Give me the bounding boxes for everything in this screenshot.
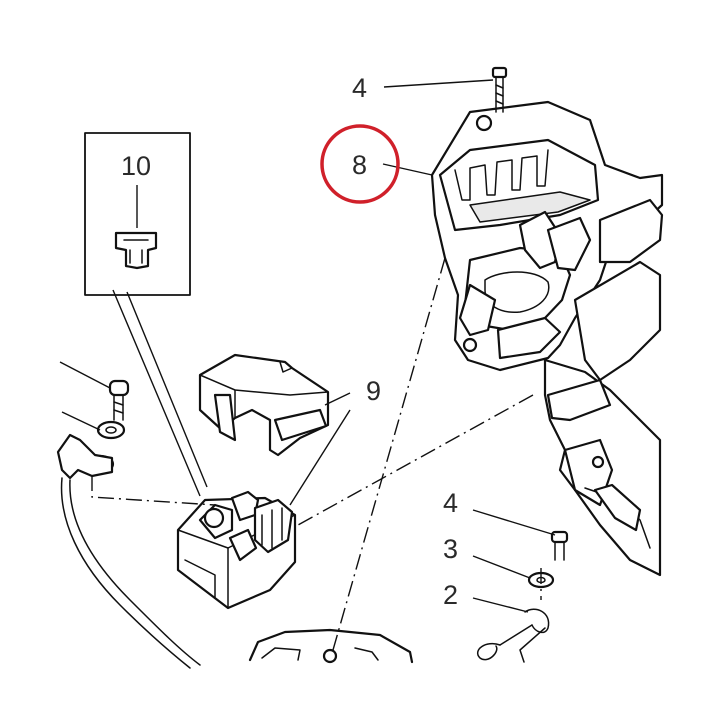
part-10-fuse-box [84,132,191,296]
part-4-screw-top [491,66,508,113]
highlight-circle [320,124,400,204]
part-4-screw-right [550,530,569,561]
callout-9: 9 [366,376,381,406]
part-8-bracket [430,100,664,577]
callout-2: 2 [443,580,458,610]
bottom-housing [248,628,414,664]
callout-4-right: 4 [443,488,458,518]
part-9-cover [198,353,330,457]
leader-lines [59,79,556,613]
callout-3: 3 [443,534,458,564]
left-hardware [56,379,201,669]
part-2-spring [477,608,550,663]
callout-8: 8 [352,150,367,180]
callout-10: 10 [121,151,151,181]
assembly-lines [91,257,542,651]
relay-assembly [176,490,297,610]
callout-4-top: 4 [352,73,367,103]
